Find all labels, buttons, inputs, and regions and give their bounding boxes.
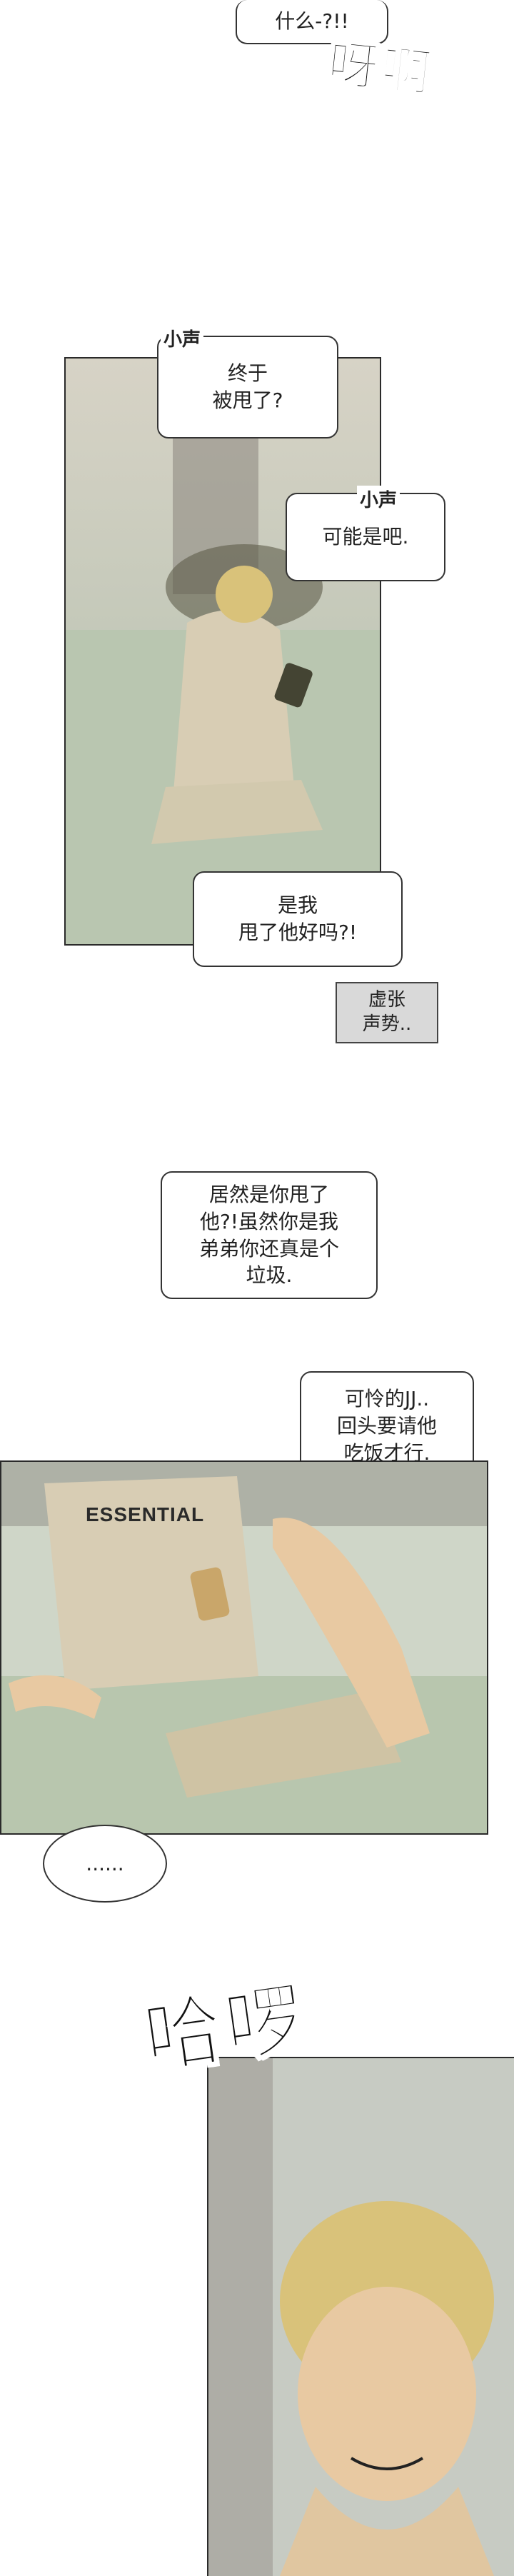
speech-bubble-3: 是我 甩了他好吗?! (193, 871, 403, 967)
shirt-logo: ESSENTIAL (86, 1503, 204, 1526)
speech-bubble-4: 居然是你甩了 他?!虽然你是我 弟弟你还真是个 垃圾. (161, 1171, 378, 1299)
whisper-tag-2: 小声 (357, 486, 400, 512)
speech-bubble-top: 什么-?!! (236, 0, 388, 44)
speech-bubble-6: ...... (43, 1825, 167, 1903)
narration-box: 虚张 声势.. (336, 982, 438, 1043)
sfx-scream-text: 呀啊 (325, 33, 438, 104)
speech-text-2: 可能是吧. (322, 525, 409, 549)
speech-text-6: ...... (86, 1851, 124, 1875)
speech-text-4: 居然是你甩了 他?!虽然你是我 弟弟你还真是个 垃圾. (198, 1182, 339, 1288)
sfx-haha: 哈啰 (136, 1953, 313, 2089)
panel-1 (64, 357, 381, 946)
whisper-tag-2-text: 小声 (360, 490, 398, 511)
panel-3-art (208, 2058, 514, 2576)
speech-text-5: 可怜的JJ.. 回头要请他 吃饭才行. (336, 1387, 437, 1465)
sfx-haha-text: 哈啰 (138, 1971, 313, 2085)
panel-2 (0, 1460, 488, 1835)
speech-text-top: 什么-?!! (275, 9, 349, 34)
narration-text: 虚张 声势.. (362, 989, 412, 1035)
whisper-tag-1: 小声 (161, 325, 204, 351)
panel-1-art (66, 359, 380, 944)
panel-3 (207, 2057, 514, 2576)
speech-text-1: 终于 被甩了? (212, 361, 283, 412)
speech-bubble-1: 终于 被甩了? (157, 336, 338, 438)
shirt-logo-text: ESSENTIAL (86, 1503, 205, 1525)
whisper-tag-1-text: 小声 (163, 329, 201, 351)
panel-2-art (1, 1462, 487, 1833)
sfx-scream: 呀啊 (325, 24, 438, 106)
speech-text-3: 是我 甩了他好吗?! (238, 893, 358, 944)
